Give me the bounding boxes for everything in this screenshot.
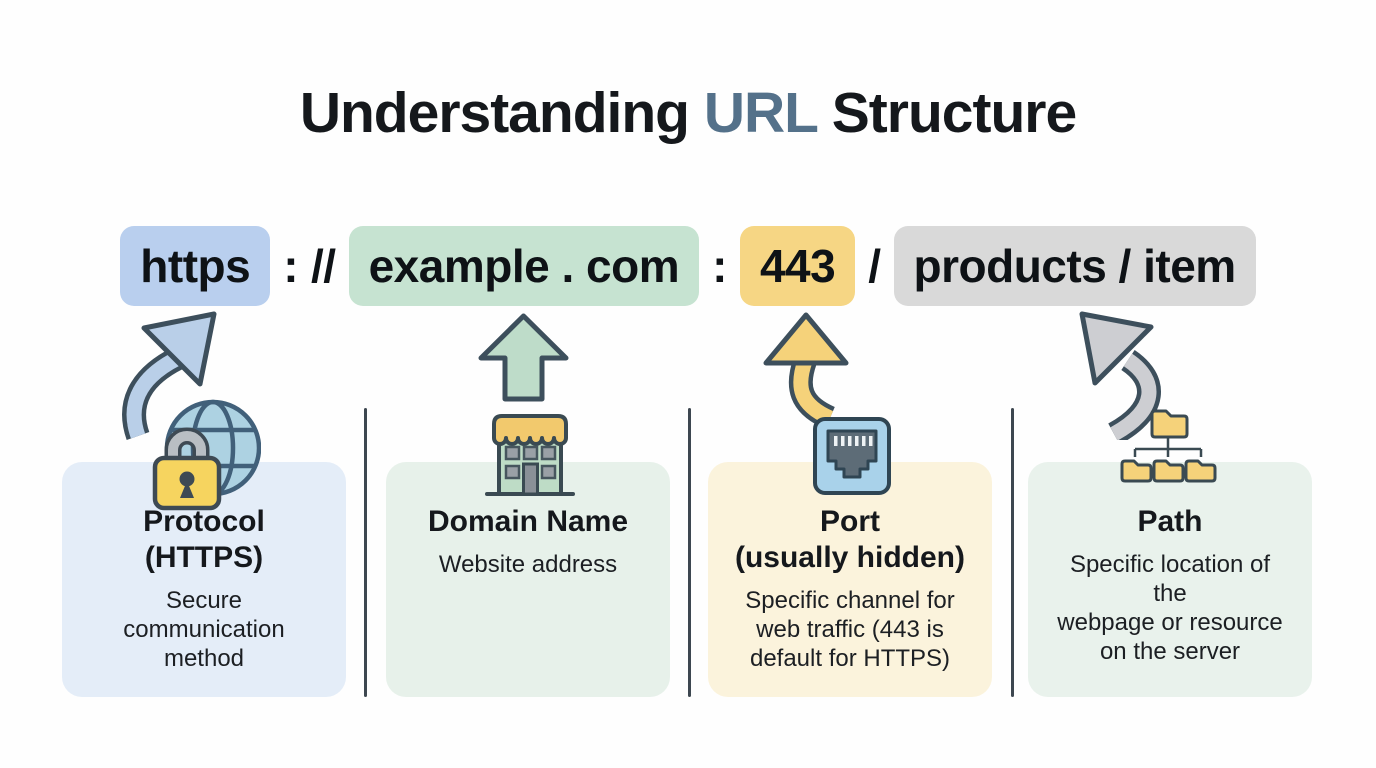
storefront-icon	[485, 414, 575, 496]
url-part-domain: example . com	[348, 226, 700, 306]
card-protocol-title: Protocol (HTTPS)	[143, 505, 265, 574]
card-path-description: Specific location of the webpage or reso…	[1057, 551, 1283, 665]
title-pre: Understanding	[299, 81, 704, 145]
url-slash-separator: /	[868, 240, 881, 292]
section-divider	[1011, 408, 1014, 697]
page-title: Understanding URL Structure	[0, 78, 1376, 148]
url-slashes-separator: //	[311, 240, 336, 292]
card-path: Path Specific location of the webpage or…	[1028, 462, 1312, 697]
up-arrow-icon	[478, 313, 569, 402]
card-protocol-description: Secure communication method	[123, 587, 285, 672]
title-url-highlight: URL	[703, 81, 818, 145]
curved-up-arrow-icon	[763, 312, 849, 427]
card-path-title: Path	[1137, 505, 1203, 538]
curved-up-arrow-icon	[122, 311, 217, 440]
url-bar: https : // example . com : 443 / product…	[0, 224, 1376, 308]
curved-up-arrow-icon	[1079, 311, 1161, 440]
globe-lock-icon	[152, 399, 261, 511]
card-domain-description: Website address	[438, 551, 618, 578]
card-port-title: Port (usually hidden)	[734, 505, 965, 574]
url-part-protocol: https	[120, 226, 271, 306]
card-port-description: Specific channel for web traffic (443 is…	[745, 587, 955, 672]
url-part-port: 443	[739, 226, 856, 306]
card-port: Port (usually hidden) Specific channel f…	[708, 462, 992, 697]
ethernet-port-icon	[813, 417, 891, 495]
url-colon-separator: :	[712, 240, 727, 292]
card-domain-title: Domain Name	[427, 505, 629, 538]
folder-tree-icon	[1120, 409, 1217, 483]
url-colon-separator: :	[283, 240, 299, 292]
title-post: Structure	[816, 81, 1077, 145]
url-part-path: products / item	[893, 226, 1256, 306]
section-divider	[688, 408, 691, 697]
section-divider	[364, 408, 367, 697]
card-domain: Domain Name Website address	[386, 462, 670, 697]
